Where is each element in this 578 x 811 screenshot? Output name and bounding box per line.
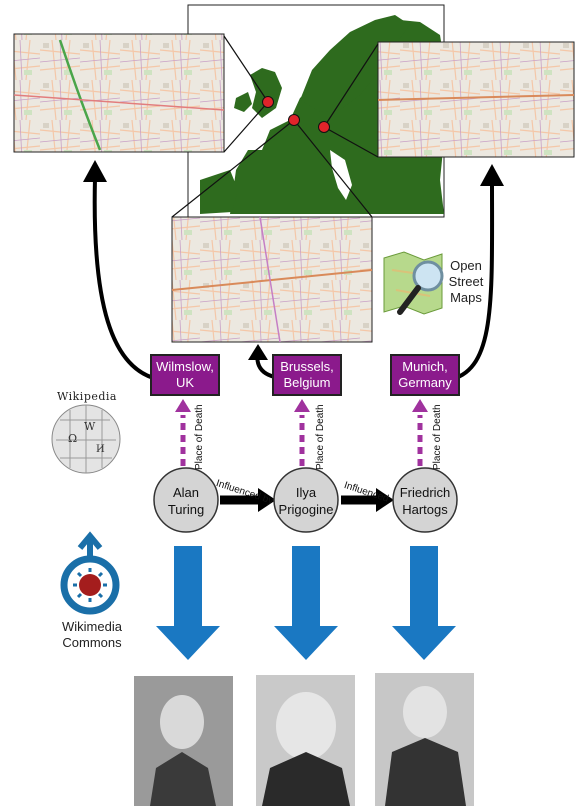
edge-label-place-of-death-2: Place of Death: [315, 404, 326, 470]
map-munich: [377, 41, 575, 158]
place-box-munich: Munich, Germany: [390, 354, 460, 396]
arrow-heads: [83, 160, 504, 360]
node-ilya-prigogine: Ilya Prigogine: [266, 484, 346, 518]
place-line2: Belgium: [283, 375, 331, 390]
place-line1: Brussels,: [280, 359, 334, 374]
osm-line2: Street: [448, 274, 484, 289]
osm-line3: Maps: [450, 290, 482, 305]
node-line2: Prigogine: [278, 502, 334, 517]
place-box-brussels: Brussels, Belgium: [272, 354, 342, 396]
node-line1: Ilya: [295, 485, 317, 500]
svg-text:Ω: Ω: [68, 432, 77, 445]
portrait-friedrich-hartogs: [375, 673, 474, 806]
place-of-death-arrows: [180, 415, 423, 466]
place-of-death-arrowheads: [175, 399, 428, 412]
edge-label-place-of-death-1: Place of Death: [194, 404, 205, 470]
wikipedia-globe-icon: Ω W И: [51, 404, 121, 474]
map-wilmslow: [13, 33, 225, 153]
person-nodes: [153, 467, 458, 533]
edge-label-place-of-death-3: Place of Death: [432, 404, 443, 470]
place-box-wilmslow: Wilmslow, UK: [150, 354, 220, 396]
map-brussels: [171, 216, 373, 343]
wikipedia-wordmark: Wikipedia: [57, 390, 117, 403]
place-line1: Munich,: [402, 359, 448, 374]
node-line2: Hartogs: [402, 502, 448, 517]
portrait-ilya-prigogine: [256, 675, 355, 806]
node-line1: Friedrich: [399, 485, 451, 500]
map-connectors: [171, 35, 379, 218]
wikimedia-line2: Commons: [62, 635, 122, 650]
svg-text:W: W: [84, 420, 96, 433]
influence-arrows: [220, 488, 394, 512]
wikimedia-line1: Wikimedia: [62, 619, 122, 634]
svg-text:И: И: [96, 444, 105, 455]
openstreetmap-icon: [383, 251, 444, 315]
wikimedia-commons-icon: [60, 531, 120, 615]
osm-line1: Open: [450, 258, 482, 273]
wikimedia-commons-label: Wikimedia Commons: [52, 619, 132, 651]
node-line2: Turing: [167, 502, 205, 517]
place-line2: Germany: [398, 375, 452, 390]
city-markers: [262, 96, 330, 133]
node-alan-turing: Alan Turing: [146, 484, 226, 518]
node-line1: Alan: [172, 485, 200, 500]
commons-arrows: [156, 546, 456, 660]
place-line2: UK: [175, 375, 195, 390]
osm-label: Open Street Maps: [443, 258, 489, 306]
portrait-alan-turing: [134, 676, 233, 806]
place-line1: Wilmslow,: [156, 359, 214, 374]
node-friedrich-hartogs: Friedrich Hartogs: [385, 484, 465, 518]
